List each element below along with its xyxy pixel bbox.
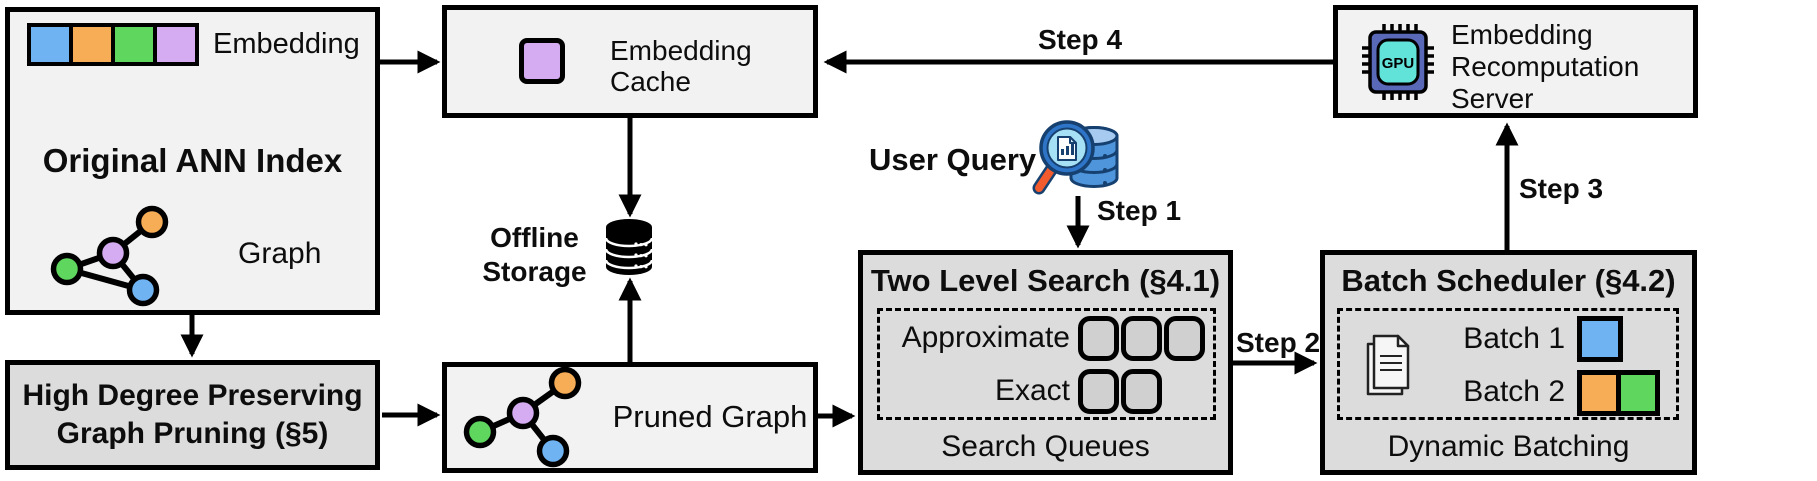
pruned-graph-box: Pruned Graph (442, 362, 818, 473)
embedding-cell-purple (157, 27, 195, 62)
embedding-cell-blue (31, 27, 69, 62)
recomputation-server-label: Embedding Recomputation Server (1451, 19, 1640, 114)
search-queues-label: Search Queues (941, 430, 1150, 463)
step1-label: Step 1 (1097, 195, 1182, 226)
queue-slot (1078, 369, 1119, 414)
gpu-chip-icon: GPU (1362, 24, 1434, 100)
step3-label: Step 3 (1519, 173, 1604, 204)
exact-label: Exact (994, 374, 1070, 407)
graph-icon (50, 205, 169, 307)
batch1-label: Batch 1 (1463, 322, 1565, 355)
offline-storage-label: Offline Storage (482, 222, 587, 287)
embedding-vector-icon (27, 23, 199, 66)
dynamic-batching-label: Dynamic Batching (1387, 430, 1630, 463)
approximate-queues (1078, 316, 1205, 361)
batch2-item-orange (1577, 370, 1621, 416)
embedding-cell-orange (73, 27, 111, 62)
batch2-label: Batch 2 (1463, 375, 1565, 408)
graph-pruning-title: High Degree Preserving Graph Pruning (§5… (22, 379, 363, 450)
pruned-graph-icon (463, 366, 582, 468)
embedding-cache-box: Embedding Cache (442, 5, 818, 118)
batch-scheduler-box: Batch Scheduler (§4.2) Batch 1 Batch 2 D… (1320, 250, 1697, 475)
documents-icon (1366, 334, 1410, 396)
embedding-label: Embedding (213, 28, 360, 60)
approximate-label: Approximate (901, 321, 1070, 354)
graph-pruning-box: High Degree Preserving Graph Pruning (§5… (5, 360, 380, 470)
batch2-item-green (1616, 370, 1660, 416)
queue-slot (1121, 369, 1162, 414)
user-query-label: User Query (869, 142, 1037, 177)
gpu-chip-label: GPU (1382, 55, 1415, 72)
recomputation-server-box: GPU Embedding Recomputation Server (1333, 5, 1698, 118)
embedding-cell-green (115, 27, 153, 62)
original-ann-index-title: Original ANN Index (42, 142, 343, 179)
two-level-search-box: Two Level Search (§4.1) Approximate Exac… (858, 250, 1233, 475)
step4-label: Step 4 (1037, 24, 1123, 55)
dynamic-batching-panel: Batch 1 Batch 2 (1337, 308, 1679, 420)
database-icon (604, 219, 654, 275)
batch1-item-blue (1577, 316, 1623, 362)
batch-scheduler-title: Batch Scheduler (§4.2) (1341, 263, 1676, 298)
graph-label: Graph (238, 237, 322, 270)
pruned-graph-label: Pruned Graph (612, 399, 808, 434)
exact-queues (1078, 369, 1162, 414)
original-ann-index-box: Embedding Original ANN Index Graph (5, 7, 380, 315)
cached-embedding-icon (519, 38, 565, 84)
two-level-search-title: Two Level Search (§4.1) (870, 263, 1221, 298)
search-queues-panel: Approximate Exact (877, 308, 1216, 420)
batch2-items (1577, 370, 1660, 416)
step2-label: Step 2 (1236, 327, 1321, 358)
embedding-cache-label: Embedding Cache (610, 35, 752, 97)
queue-slot (1164, 316, 1205, 361)
queue-slot (1121, 316, 1162, 361)
queue-slot (1078, 316, 1119, 361)
query-search-icon (1032, 120, 1119, 195)
